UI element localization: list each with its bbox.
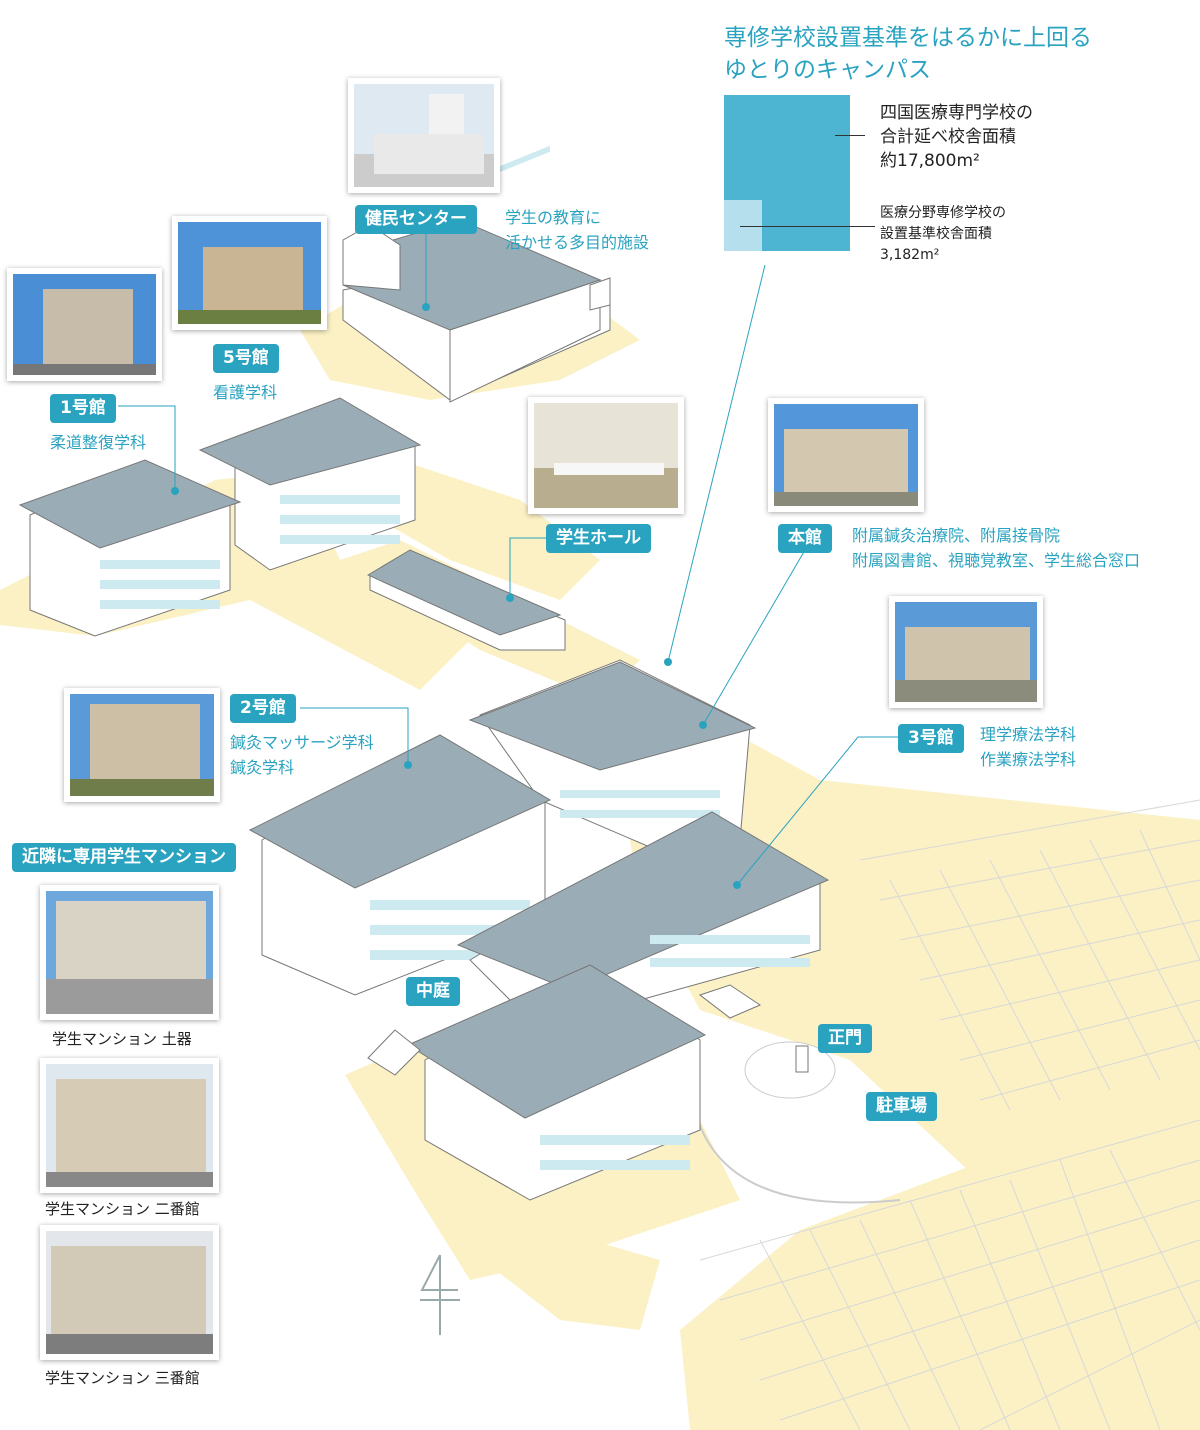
standard-area-square [724, 200, 762, 251]
standard-area-line-1: 医療分野専修学校の [880, 205, 1006, 221]
building-2-photo [64, 688, 220, 802]
building-2-note: 鍼灸マッサージ学科 鍼灸学科 [230, 730, 374, 780]
building-5-tag: 5号館 [213, 344, 279, 373]
mansion-niban-caption: 学生マンション 二番館 [45, 1200, 200, 1218]
kenmin-center-photo [348, 78, 500, 193]
kenmin-center-building [342, 145, 611, 403]
gate-sign [795, 1045, 809, 1073]
building-3-note-2: 作業療法学科 [980, 750, 1077, 769]
building-5-photo [172, 216, 327, 330]
main-building-photo [768, 398, 924, 512]
kenmin-center-note-2: 活かせる多目的施設 [505, 233, 650, 252]
parking-tag: 駐車場 [866, 1092, 937, 1121]
mansion-doki-photo [40, 885, 219, 1020]
gate-roundabout [744, 1041, 836, 1099]
entrance-canopy [698, 984, 762, 1019]
front-building [406, 964, 707, 1201]
building-1-tag: 1号館 [50, 394, 116, 423]
headline-line-1: 専修学校設置基準をはるかに上回る [724, 25, 1092, 51]
main-building-note-2: 附属図書館、視聴覚教室、学生総合窓口 [852, 551, 1141, 570]
school-area-label: 四国医療専門学校の 合計延べ校舎面積 約17,800m² [880, 101, 1033, 173]
building-5-note: 看護学科 [213, 383, 278, 402]
main-gate-tag: 正門 [818, 1024, 872, 1053]
parking-grid [699, 799, 1200, 1430]
building-1 [18, 459, 242, 637]
mansion-doki-caption: 学生マンション 土器 [52, 1030, 192, 1048]
building-3-photo [889, 596, 1043, 708]
headline-line-2: ゆとりのキャンパス [724, 57, 931, 83]
school-area-line-1: 四国医療専門学校の [880, 103, 1033, 123]
standard-area-line-3: 3,182m² [880, 247, 940, 263]
kenmin-center-note-1: 学生の教育に [505, 208, 602, 227]
north-arrow-icon [420, 1254, 460, 1335]
building-3 [456, 811, 830, 1011]
kenmin-center-tag: 健民センター [355, 205, 477, 234]
standard-area-leader [740, 226, 875, 227]
student-hall-building [366, 549, 566, 651]
courtyard-tag: 中庭 [406, 977, 460, 1006]
building-1-note: 柔道整復学科 [50, 433, 147, 452]
leader-lines [118, 230, 898, 886]
leader-dots [171, 303, 741, 889]
building-5 [198, 397, 422, 571]
mansion-niban-photo [40, 1058, 219, 1193]
main-building [468, 659, 757, 861]
building-2-note-1: 鍼灸マッサージ学科 [230, 733, 374, 752]
mansions-heading: 近隣に専用学生マンション [12, 843, 236, 872]
school-area-leader [835, 135, 865, 136]
building-3-note: 理学療法学科 作業療法学科 [980, 722, 1076, 772]
main-building-tag: 本館 [778, 524, 832, 553]
building-3-tag: 3号館 [898, 724, 964, 753]
building-2 [248, 734, 552, 996]
mansion-sanban-photo [40, 1225, 219, 1360]
school-area-line-2: 合計延べ校舎面積 [880, 127, 1016, 147]
main-building-note-1: 附属鍼灸治療院、附属接骨院 [852, 526, 1061, 545]
standard-area-line-2: 設置基準校舎面積 [880, 226, 992, 242]
school-area-line-3: 約17,800m² [880, 151, 980, 171]
building-3-note-1: 理学療法学科 [980, 725, 1077, 744]
student-hall-tag: 学生ホール [546, 524, 651, 553]
building-1-photo [7, 268, 162, 381]
headline: 専修学校設置基準をはるかに上回る ゆとりのキャンパス [724, 22, 1092, 86]
courtyard-gate [367, 1029, 421, 1076]
main-building-note: 附属鍼灸治療院、附属接骨院 附属図書館、視聴覚教室、学生総合窓口 [852, 523, 1140, 573]
standard-area-label: 医療分野専修学校の 設置基準校舎面積 3,182m² [880, 203, 1006, 266]
mansion-sanban-caption: 学生マンション 三番館 [45, 1369, 200, 1387]
building-2-note-2: 鍼灸学科 [230, 758, 295, 777]
kenmin-center-note: 学生の教育に 活かせる多目的施設 [505, 205, 649, 255]
student-hall-photo [528, 397, 684, 514]
building-2-tag: 2号館 [230, 694, 296, 723]
